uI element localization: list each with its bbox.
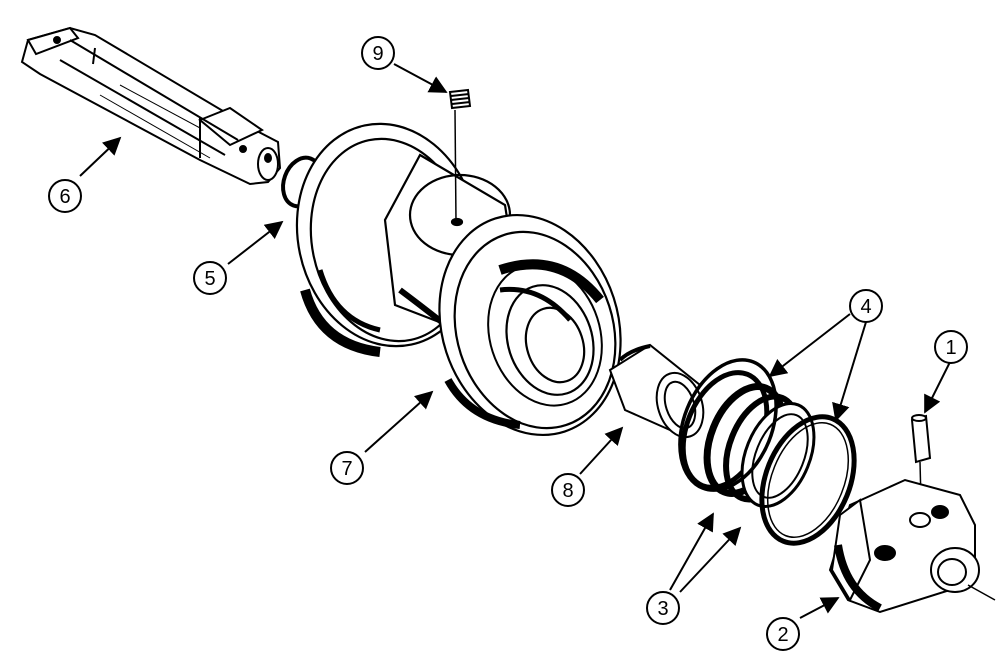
leader-4b xyxy=(832,321,867,422)
pin-part xyxy=(910,414,932,541)
callout-3-label: 3 xyxy=(657,598,668,620)
callout-7: 7 xyxy=(330,451,364,485)
shaft-part xyxy=(20,26,282,186)
roller-part xyxy=(295,109,622,437)
callout-2-label: 2 xyxy=(777,624,788,646)
callout-8-label: 8 xyxy=(562,480,573,502)
leader-3a xyxy=(669,512,714,591)
leader-6 xyxy=(79,136,122,177)
callout-5: 5 xyxy=(193,261,227,295)
leader-8 xyxy=(579,426,624,475)
leader-2 xyxy=(799,597,840,619)
bushing-part xyxy=(608,343,705,439)
callout-2: 2 xyxy=(766,617,800,651)
callout-7-label: 7 xyxy=(341,458,352,480)
callout-9: 9 xyxy=(361,36,395,70)
end-collar-part xyxy=(828,478,996,614)
plug-part xyxy=(448,88,472,110)
callout-9-label: 9 xyxy=(372,43,383,65)
callout-6-label: 6 xyxy=(59,186,70,208)
callout-6: 6 xyxy=(48,179,82,213)
callout-1-label: 1 xyxy=(945,337,956,359)
leader-4a xyxy=(768,313,851,378)
callout-3: 3 xyxy=(646,591,680,625)
leader-5 xyxy=(227,220,284,265)
callout-4-label: 4 xyxy=(860,296,871,318)
leader-1 xyxy=(924,361,951,414)
leader-7 xyxy=(364,390,434,453)
leader-9 xyxy=(393,63,448,93)
callout-5-label: 5 xyxy=(204,268,215,290)
callout-4: 4 xyxy=(849,289,883,323)
callout-1: 1 xyxy=(934,330,968,364)
leader-3b xyxy=(679,526,742,593)
callout-8: 8 xyxy=(551,473,585,507)
leader-lines xyxy=(79,63,951,619)
